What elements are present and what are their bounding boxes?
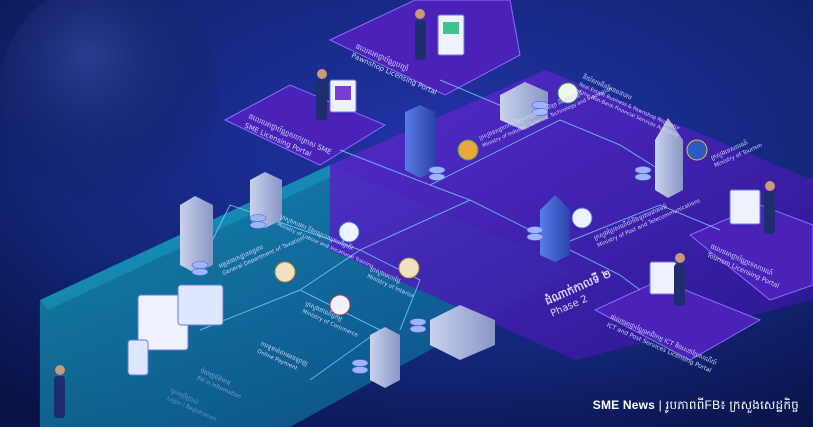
source-caption: SME News | រូបភាពពីFB៖ ក្រសួងសេដ្ឋកិច្ច xyxy=(593,397,799,415)
tourism-kiosk xyxy=(729,189,761,225)
building-commerce xyxy=(430,305,495,360)
building-mptc xyxy=(540,195,570,262)
building-labour xyxy=(250,172,282,228)
building-online-payment xyxy=(370,327,400,388)
desktop-monitors xyxy=(127,284,224,376)
pawnshop-kiosk xyxy=(437,14,465,56)
building-nbfsa xyxy=(500,82,548,130)
sme-kiosk xyxy=(329,79,357,113)
sme-portal-tile xyxy=(223,84,387,166)
person-figures xyxy=(54,9,775,418)
planet-glow xyxy=(0,0,220,200)
source-name: SME News xyxy=(592,398,656,412)
building-mist xyxy=(405,105,435,178)
database-cylinders xyxy=(191,101,652,374)
ict-portal-tile xyxy=(593,279,762,361)
ministry-seals xyxy=(274,82,708,316)
building-tourism xyxy=(655,118,683,198)
building-taxation xyxy=(180,196,213,273)
photo-credit: | រូបភាពពីFB៖ ក្រសួងសេដ្ឋកិច្ច xyxy=(655,398,799,412)
ict-kiosk xyxy=(649,261,677,295)
